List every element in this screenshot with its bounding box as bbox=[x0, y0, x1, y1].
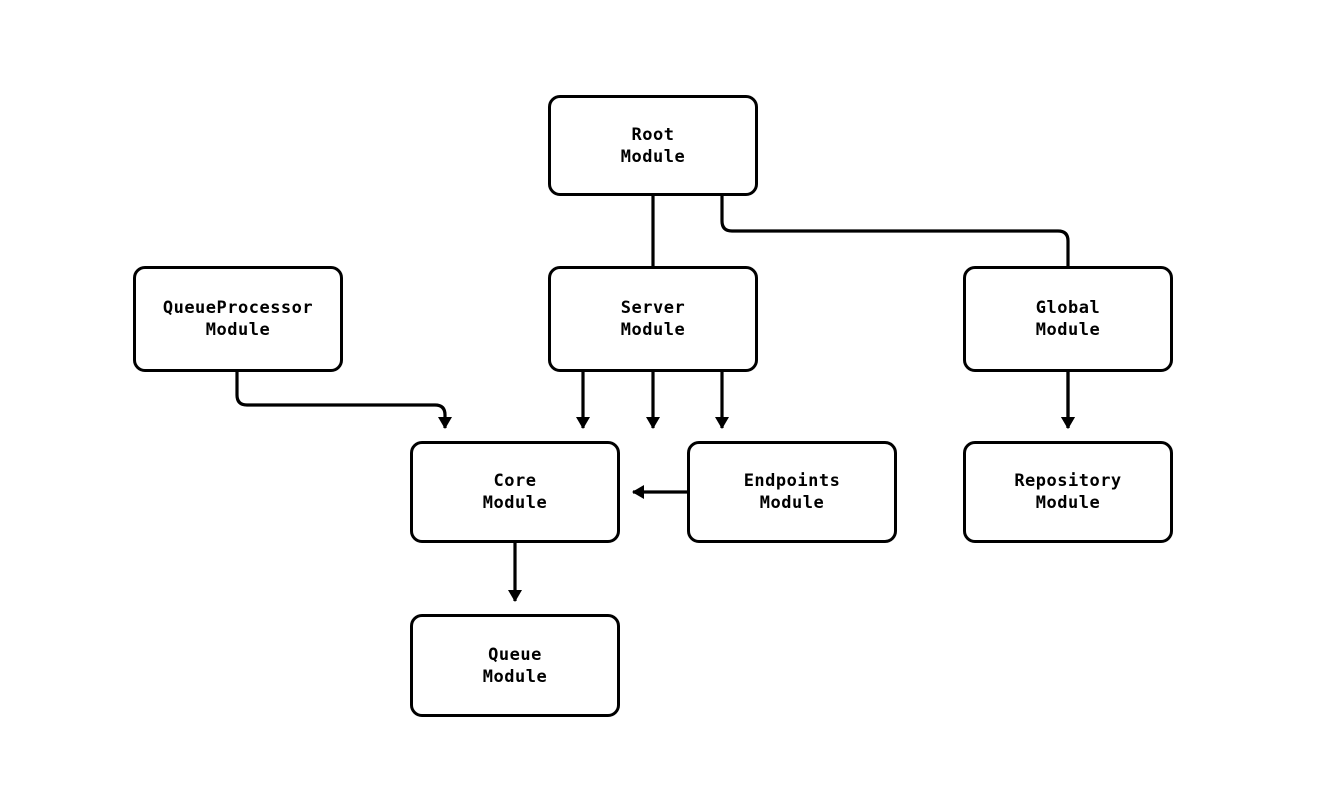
node-queue-module-line1: Queue bbox=[488, 644, 542, 665]
node-global-module-line1: Global bbox=[1035, 298, 1101, 318]
node-endpoints-module-line2: Module bbox=[759, 493, 825, 513]
node-server-module-line1: Server bbox=[620, 298, 686, 318]
node-endpoints-module[interactable]: Endpoints Module bbox=[687, 441, 897, 543]
node-repository-module[interactable]: Repository Module bbox=[963, 441, 1173, 543]
node-queueprocessor-module-line1: QueueProcessor bbox=[162, 298, 314, 318]
edge-root-to-global bbox=[720, 196, 1075, 429]
node-queue-module-line2: Module bbox=[482, 666, 548, 687]
node-global-module-line2: Module bbox=[1035, 320, 1101, 340]
node-queueprocessor-module[interactable]: QueueProcessor Module bbox=[133, 266, 343, 372]
node-core-module-line2: Module bbox=[482, 493, 548, 513]
node-core-module[interactable]: Core Module bbox=[410, 441, 620, 543]
node-endpoints-module-line1: Endpoints bbox=[743, 471, 841, 491]
node-core-module-line1: Core bbox=[493, 471, 537, 491]
node-root-module-line2: Module bbox=[620, 146, 686, 167]
node-queue-module[interactable]: Queue Module bbox=[410, 614, 620, 717]
node-queueprocessor-module-line2: Module bbox=[205, 320, 271, 340]
node-repository-module-line1: Repository bbox=[1014, 471, 1122, 491]
node-server-module[interactable]: Server Module bbox=[548, 266, 758, 372]
node-root-module[interactable]: Root Module bbox=[548, 95, 758, 196]
node-root-module-line1: Root bbox=[631, 124, 675, 145]
node-server-module-line2: Module bbox=[620, 320, 686, 340]
edge-queueprocessor-to-core bbox=[235, 372, 452, 429]
node-global-module[interactable]: Global Module bbox=[963, 266, 1173, 372]
node-repository-module-line2: Module bbox=[1035, 493, 1101, 513]
